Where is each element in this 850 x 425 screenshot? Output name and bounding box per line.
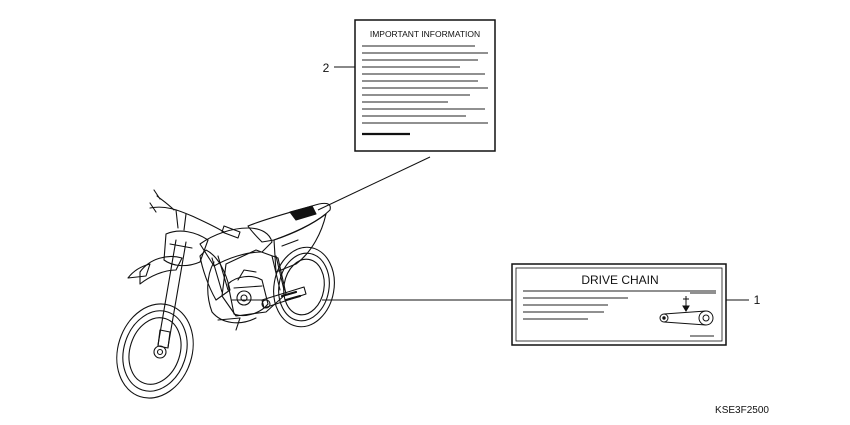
callout-2: 2 bbox=[323, 61, 330, 75]
fuel-tank bbox=[199, 227, 273, 267]
side-panel bbox=[273, 213, 327, 273]
callout-1: 1 bbox=[754, 293, 761, 307]
important-information-title: IMPORTANT INFORMATION bbox=[370, 29, 480, 39]
frame bbox=[221, 249, 287, 317]
exhaust-pipe bbox=[207, 261, 257, 324]
chain-slack-icon bbox=[659, 296, 714, 326]
radiator-shroud bbox=[199, 249, 231, 301]
rear-shock bbox=[271, 255, 281, 291]
rear-wheel bbox=[273, 246, 335, 328]
front-wheel bbox=[116, 303, 194, 399]
diagram-code: KSE3F2500 bbox=[715, 405, 769, 416]
front-fork bbox=[157, 239, 193, 349]
seat-label-location bbox=[289, 205, 317, 221]
drive-chain-label[interactable]: DRIVE CHAIN bbox=[511, 263, 727, 346]
drive-chain-title: DRIVE CHAIN bbox=[581, 273, 658, 287]
swingarm bbox=[261, 286, 307, 309]
drive-chain-text-lines bbox=[523, 290, 716, 337]
front-number-plate bbox=[163, 230, 209, 267]
important-information-text-lines bbox=[362, 45, 488, 124]
handlebar bbox=[149, 189, 241, 239]
label-2-location-leader bbox=[317, 156, 431, 211]
motorcycle-illustration bbox=[116, 189, 335, 399]
front-fender bbox=[139, 255, 183, 285]
important-information-label[interactable]: IMPORTANT INFORMATION bbox=[354, 19, 496, 152]
